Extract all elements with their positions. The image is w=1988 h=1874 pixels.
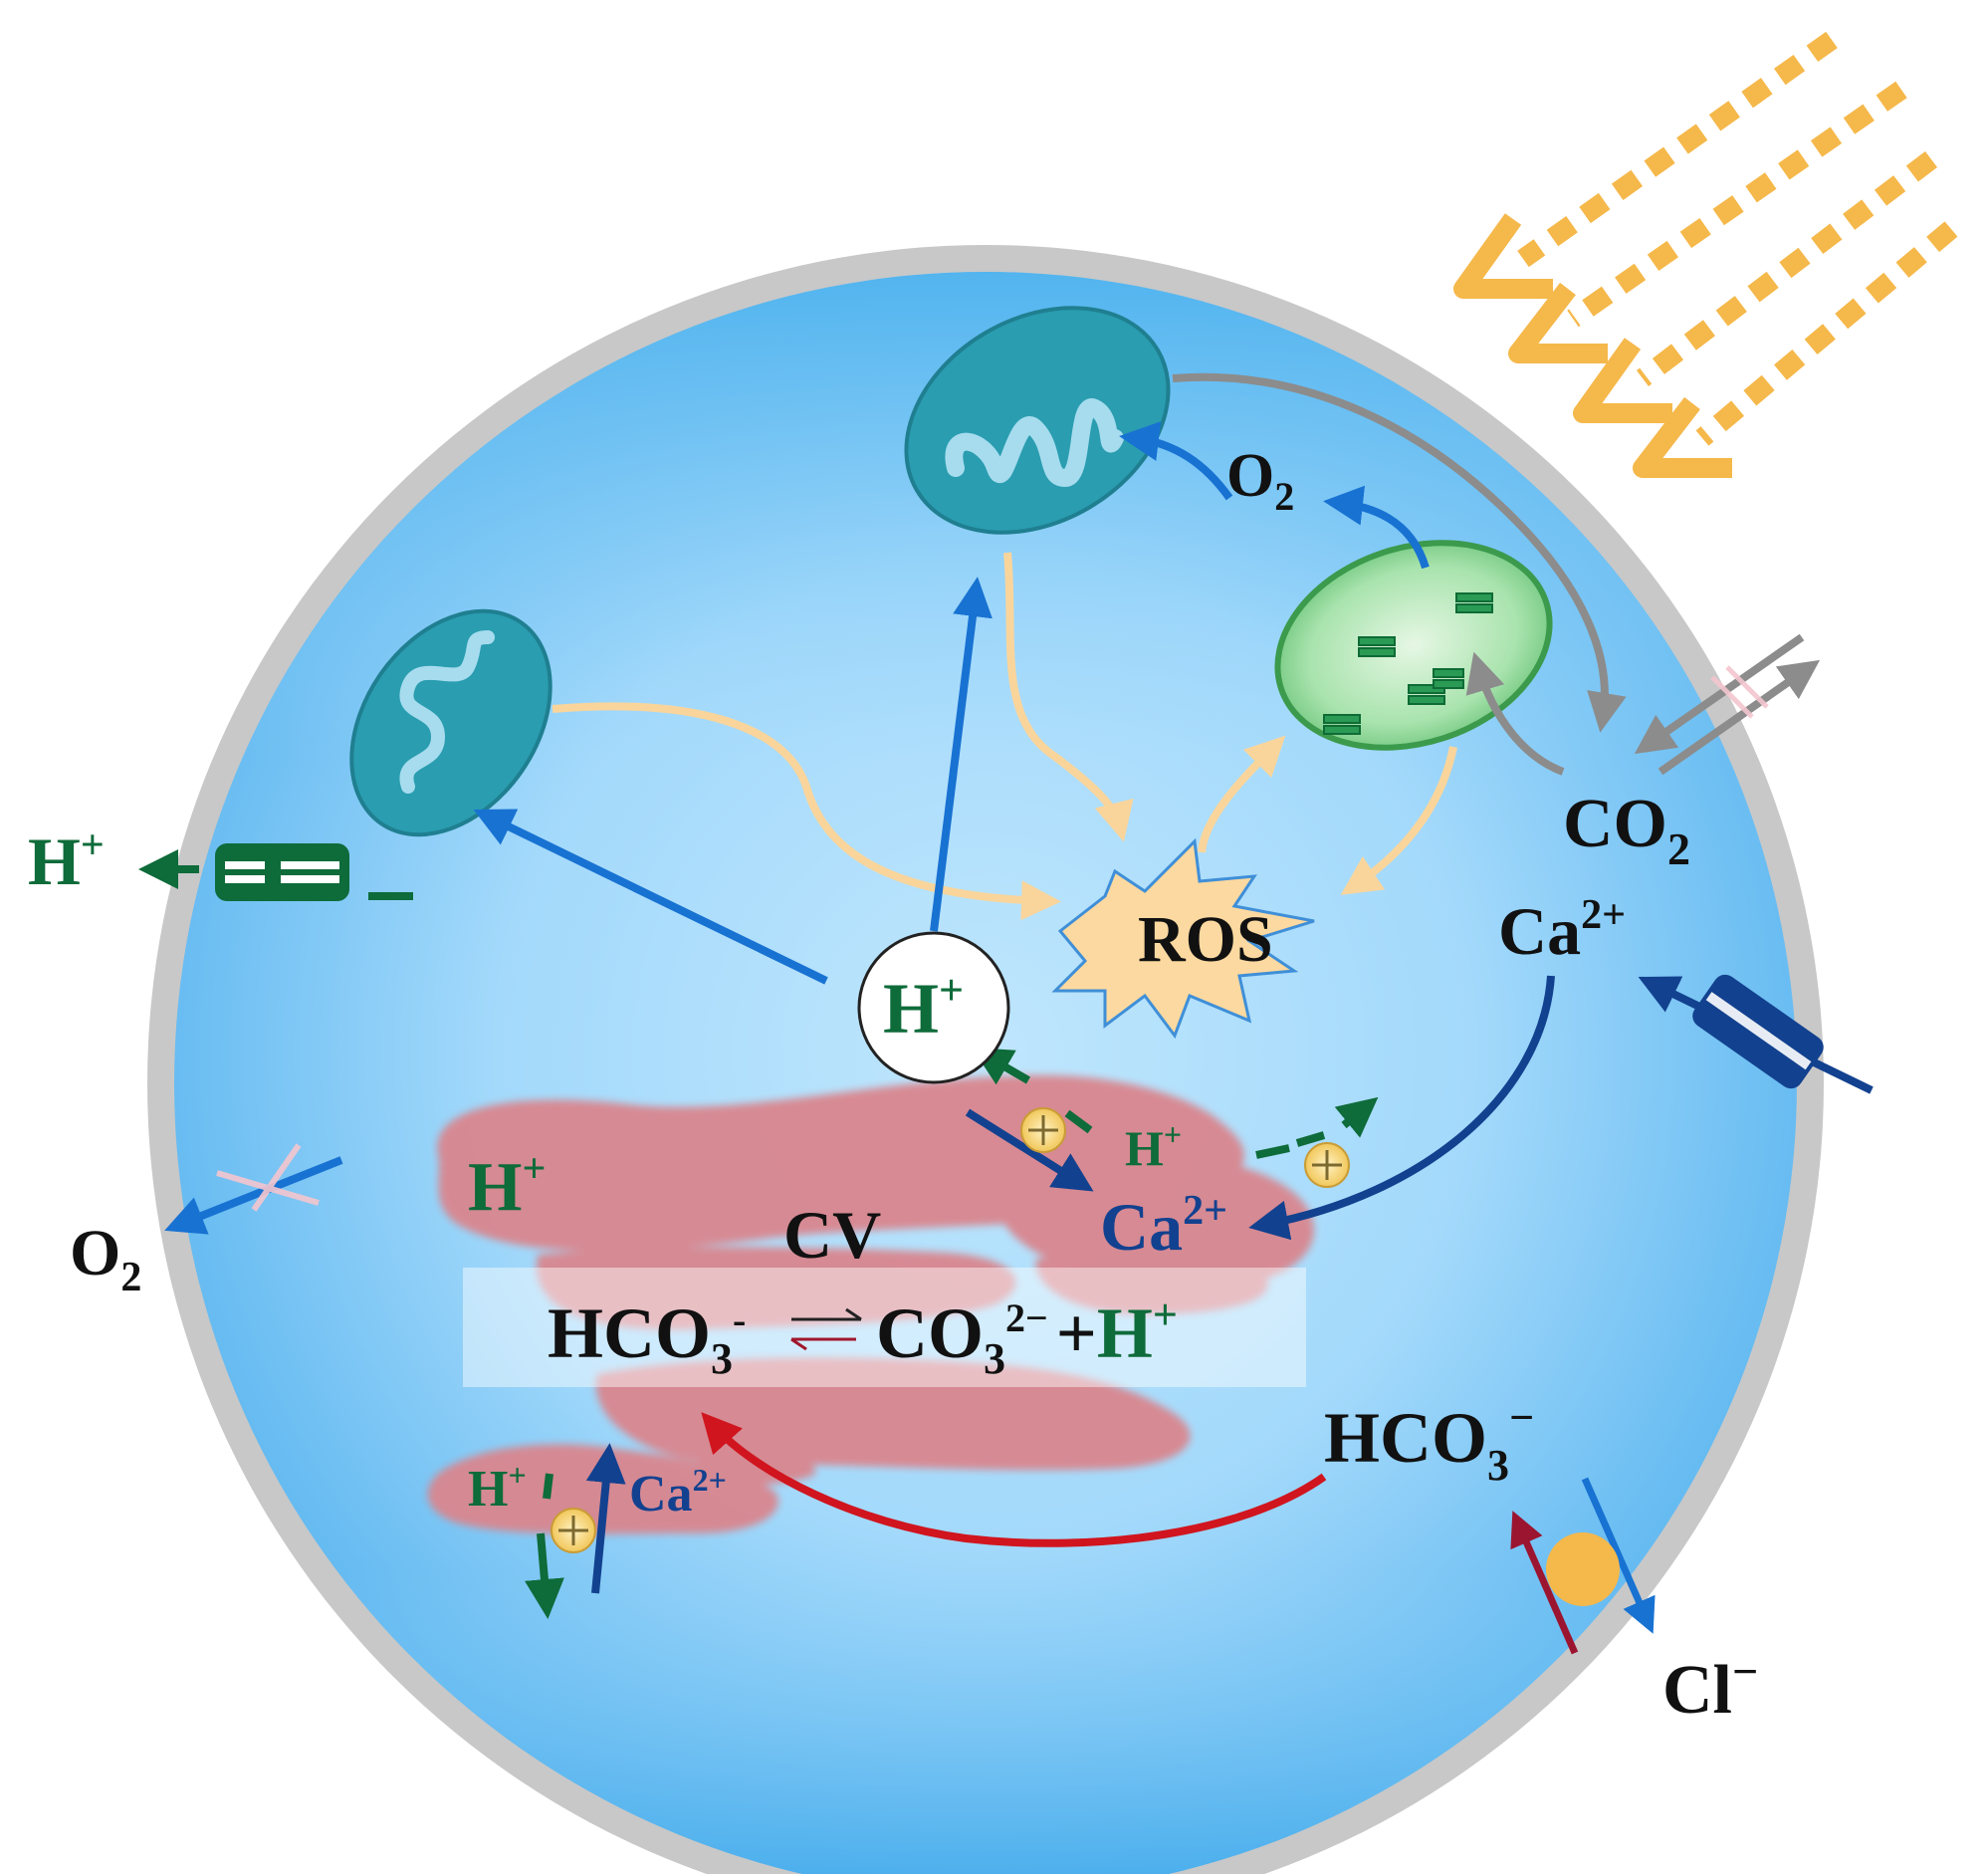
svg-text:CO32−+H+: CO32−+H+ (876, 1290, 1178, 1383)
h-center-label: H+ (883, 966, 964, 1049)
light-ray-heads (1453, 213, 1732, 478)
o2-channel-marker (216, 1143, 320, 1212)
h-exchanger-icon (1304, 1142, 1350, 1188)
calcium-channel-icon (1692, 974, 1824, 1089)
mitochondrion-top (904, 306, 1171, 535)
mitochondrion-left (349, 608, 552, 837)
co2-channel-marker (1710, 665, 1769, 719)
cv-label: CV (783, 1197, 881, 1273)
ros-burst (1051, 837, 1315, 1040)
equilibrium-arrows-icon (790, 1307, 862, 1351)
calcium-bottom-label: Ca2+ (629, 1462, 727, 1523)
ros-label: ROS (1138, 903, 1273, 976)
svg-text:HCO3-: HCO3- (548, 1293, 746, 1383)
calcium-top-label: Ca2+ (1498, 892, 1626, 969)
o2-out-label: O2 (70, 1217, 141, 1300)
equation-box (463, 1268, 1306, 1387)
equation: HCO3- CO32−+H+ (548, 1290, 1178, 1383)
h-exchanger-icon (1020, 1107, 1066, 1153)
o2-top-label: O2 (1226, 442, 1294, 519)
h-center-circle (857, 931, 1010, 1084)
proton-flow-arrows (164, 421, 1430, 1235)
h-vacuole-right-label: H+ (1125, 1116, 1182, 1176)
h-bottom-label: H+ (468, 1457, 527, 1518)
h-exchanger-icon (551, 1508, 596, 1553)
green-dash-marks (368, 892, 1326, 1500)
co2-label: CO2 (1563, 786, 1690, 874)
green-proton-arrows (138, 849, 1379, 1619)
ros-flow-arrows (552, 552, 1457, 921)
h-vacuole-left-label: H+ (468, 1146, 546, 1226)
chloroplast (1274, 540, 1553, 751)
anion-exchanger (1510, 1477, 1656, 1655)
calcium-vacuole-label: Ca2+ (1100, 1188, 1227, 1265)
light-rays (1517, 31, 1958, 446)
h-out-label: H+ (28, 822, 105, 899)
hco3-label: HCO3− (1324, 1393, 1534, 1490)
bicarbonate-flow-arrow (701, 1412, 1327, 1547)
proton-pump-icon (215, 843, 349, 901)
chloride-label: Cl− (1662, 1646, 1758, 1729)
